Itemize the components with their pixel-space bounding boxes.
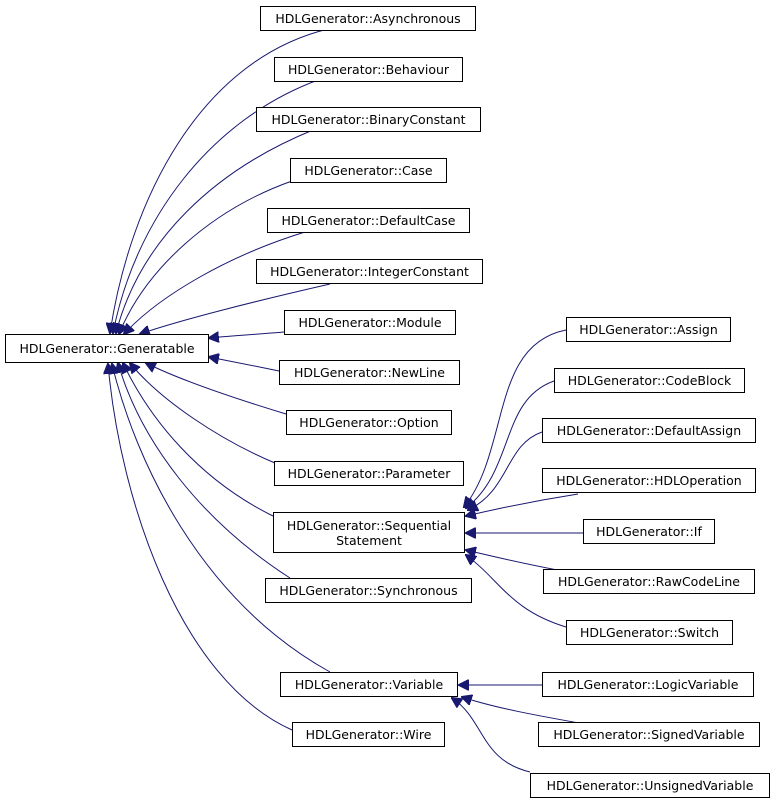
edge-integerconstant-to-generatable bbox=[140, 283, 331, 334]
node-code-block[interactable]: HDLGenerator::CodeBlock bbox=[554, 368, 745, 393]
edge-case-to-generatable bbox=[119, 180, 293, 334]
node-signed-variable[interactable]: HDLGenerator::SignedVariable bbox=[538, 722, 760, 747]
node-label: HDLGenerator::Module bbox=[298, 315, 442, 330]
edge-asynchronous-to-generatable bbox=[110, 28, 329, 333]
edge-synchronous-to-generatable bbox=[118, 363, 291, 579]
node-label: HDLGenerator::Behaviour bbox=[287, 62, 450, 77]
node-binary-constant[interactable]: HDLGenerator::BinaryConstant bbox=[256, 107, 481, 132]
edge-option-to-generatable bbox=[146, 363, 287, 415]
node-default-assign[interactable]: HDLGenerator::DefaultAssign bbox=[542, 418, 756, 443]
node-label: HDLGenerator::DefaultCase bbox=[281, 213, 456, 228]
node-logic-variable[interactable]: HDLGenerator::LogicVariable bbox=[542, 672, 754, 697]
node-new-line[interactable]: HDLGenerator::NewLine bbox=[279, 360, 460, 385]
node-behaviour[interactable]: HDLGenerator::Behaviour bbox=[274, 57, 463, 82]
node-generatable[interactable]: HDLGenerator::Generatable bbox=[5, 334, 209, 363]
node-label: HDLGenerator::BinaryConstant bbox=[271, 112, 466, 127]
node-unsigned-variable[interactable]: HDLGenerator::UnsignedVariable bbox=[530, 773, 770, 798]
edge-parameter-to-generatable bbox=[130, 363, 276, 464]
node-label-line-1: HDLGenerator::Sequential bbox=[286, 517, 452, 533]
node-if[interactable]: HDLGenerator::If bbox=[583, 519, 715, 544]
node-raw-code-line[interactable]: HDLGenerator::RawCodeLine bbox=[543, 569, 755, 594]
node-label: HDLGenerator::Case bbox=[304, 163, 433, 178]
node-case[interactable]: HDLGenerator::Case bbox=[290, 158, 447, 183]
edge-defaultcase-to-generatable bbox=[124, 231, 306, 334]
edge-variable-to-generatable bbox=[112, 364, 331, 673]
node-synchronous[interactable]: HDLGenerator::Synchronous bbox=[265, 578, 472, 603]
node-label: HDLGenerator::RawCodeLine bbox=[557, 574, 740, 589]
edge-wire-to-generatable bbox=[108, 364, 293, 731]
node-option[interactable]: HDLGenerator::Option bbox=[286, 410, 452, 435]
edge-module-to-generatable bbox=[209, 331, 285, 338]
node-label: HDLGenerator::IntegerConstant bbox=[270, 264, 469, 279]
node-parameter[interactable]: HDLGenerator::Parameter bbox=[274, 461, 464, 486]
node-hdl-operation[interactable]: HDLGenerator::HDLOperation bbox=[542, 468, 756, 493]
edge-unsignedvariable-to-variable bbox=[452, 698, 531, 773]
node-wire[interactable]: HDLGenerator::Wire bbox=[292, 722, 445, 747]
edge-behaviour-to-generatable bbox=[113, 79, 319, 333]
edge-defaultassign-to-sequential bbox=[468, 431, 543, 510]
node-label: HDLGenerator::UnsignedVariable bbox=[546, 778, 754, 793]
node-label: HDLGenerator::SignedVariable bbox=[553, 727, 745, 742]
node-label: HDLGenerator::Asynchronous bbox=[275, 11, 461, 26]
edge-switch-to-sequential bbox=[466, 555, 567, 628]
node-label: HDLGenerator::DefaultAssign bbox=[556, 423, 742, 438]
node-label: HDLGenerator::Parameter bbox=[287, 466, 451, 481]
node-integer-constant[interactable]: HDLGenerator::IntegerConstant bbox=[256, 259, 483, 284]
node-label: HDLGenerator::Assign bbox=[579, 322, 718, 337]
edge-signedvariable-to-variable bbox=[462, 697, 580, 724]
node-label: HDLGenerator::Option bbox=[299, 415, 439, 430]
node-switch[interactable]: HDLGenerator::Switch bbox=[566, 620, 733, 645]
edge-hdloperation-to-sequential bbox=[466, 493, 579, 516]
edge-binaryconstant-to-generatable bbox=[116, 129, 314, 333]
node-label: HDLGenerator::CodeBlock bbox=[567, 373, 732, 388]
node-label: HDLGenerator::If bbox=[596, 524, 702, 539]
edge-newline-to-generatable bbox=[209, 357, 280, 372]
node-sequential-statement[interactable]: HDLGenerator::Sequential Statement bbox=[273, 512, 465, 553]
node-label: HDLGenerator::Switch bbox=[580, 625, 719, 640]
node-label: HDLGenerator::Synchronous bbox=[279, 583, 458, 598]
node-label: HDLGenerator::LogicVariable bbox=[557, 677, 739, 692]
edge-sequential-to-generatable bbox=[123, 363, 274, 517]
node-variable[interactable]: HDLGenerator::Variable bbox=[280, 672, 458, 697]
node-label: HDLGenerator::Wire bbox=[305, 727, 432, 742]
node-module[interactable]: HDLGenerator::Module bbox=[284, 310, 456, 335]
node-assign[interactable]: HDLGenerator::Assign bbox=[566, 317, 731, 342]
node-label: HDLGenerator::Generatable bbox=[19, 341, 195, 356]
node-default-case[interactable]: HDLGenerator::DefaultCase bbox=[267, 208, 470, 233]
node-asynchronous[interactable]: HDLGenerator::Asynchronous bbox=[260, 6, 476, 31]
edge-codeblock-to-sequential bbox=[466, 380, 555, 508]
node-label: HDLGenerator::HDLOperation bbox=[556, 473, 742, 488]
node-label: HDLGenerator::NewLine bbox=[294, 365, 445, 380]
edge-assign-to-sequential bbox=[464, 329, 567, 507]
node-label-line-2: Statement bbox=[336, 532, 402, 548]
node-label: HDLGenerator::Variable bbox=[294, 677, 444, 692]
